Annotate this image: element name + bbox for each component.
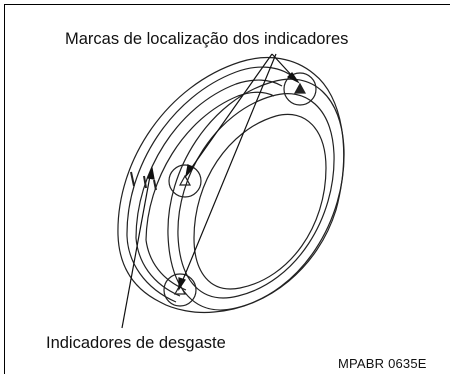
wear-indicators-label: Indicadores de desgaste — [46, 334, 226, 352]
rim-opening — [193, 113, 327, 290]
tire-drawing — [117, 56, 345, 314]
sidewall-outer-edge — [167, 78, 345, 311]
arrowhead-bottom — [178, 277, 186, 291]
tread-groove-2 — [135, 79, 283, 239]
tread-groove-1 — [126, 66, 293, 237]
tread-groove-5 — [135, 237, 181, 297]
tread-groove-3 — [145, 91, 275, 241]
leader-line-middle — [189, 53, 273, 171]
leader-lines — [121, 53, 300, 329]
wear-indicator-circle-middle — [168, 164, 202, 198]
tread-groove-4 — [126, 235, 177, 303]
tire-outer-outline — [117, 56, 345, 314]
tread-wear-bar-1 — [130, 171, 135, 187]
leader-line-bottom — [181, 53, 277, 283]
frame-left-border — [4, 4, 5, 374]
indicator-marks-label: Marcas de localização dos indicadores — [65, 30, 349, 48]
frame-top-border — [4, 4, 450, 5]
arrowhead-wear — [147, 165, 155, 180]
wear-indicator-circle-bottom — [163, 273, 197, 307]
wear-indicator-circle-top — [283, 72, 317, 106]
triangle-marker-middle — [178, 174, 192, 186]
triangle-marker-bottom — [173, 283, 187, 295]
tread-wear-bar-2 — [143, 175, 147, 189]
triangle-marker-top — [293, 82, 307, 94]
figure-code-label: MPABR 0635E — [338, 356, 427, 371]
leader-line-wear — [121, 175, 151, 329]
arrowhead-middle — [185, 164, 194, 179]
tread-wear-bar-3 — [153, 179, 157, 191]
arrowhead-top — [286, 72, 300, 84]
